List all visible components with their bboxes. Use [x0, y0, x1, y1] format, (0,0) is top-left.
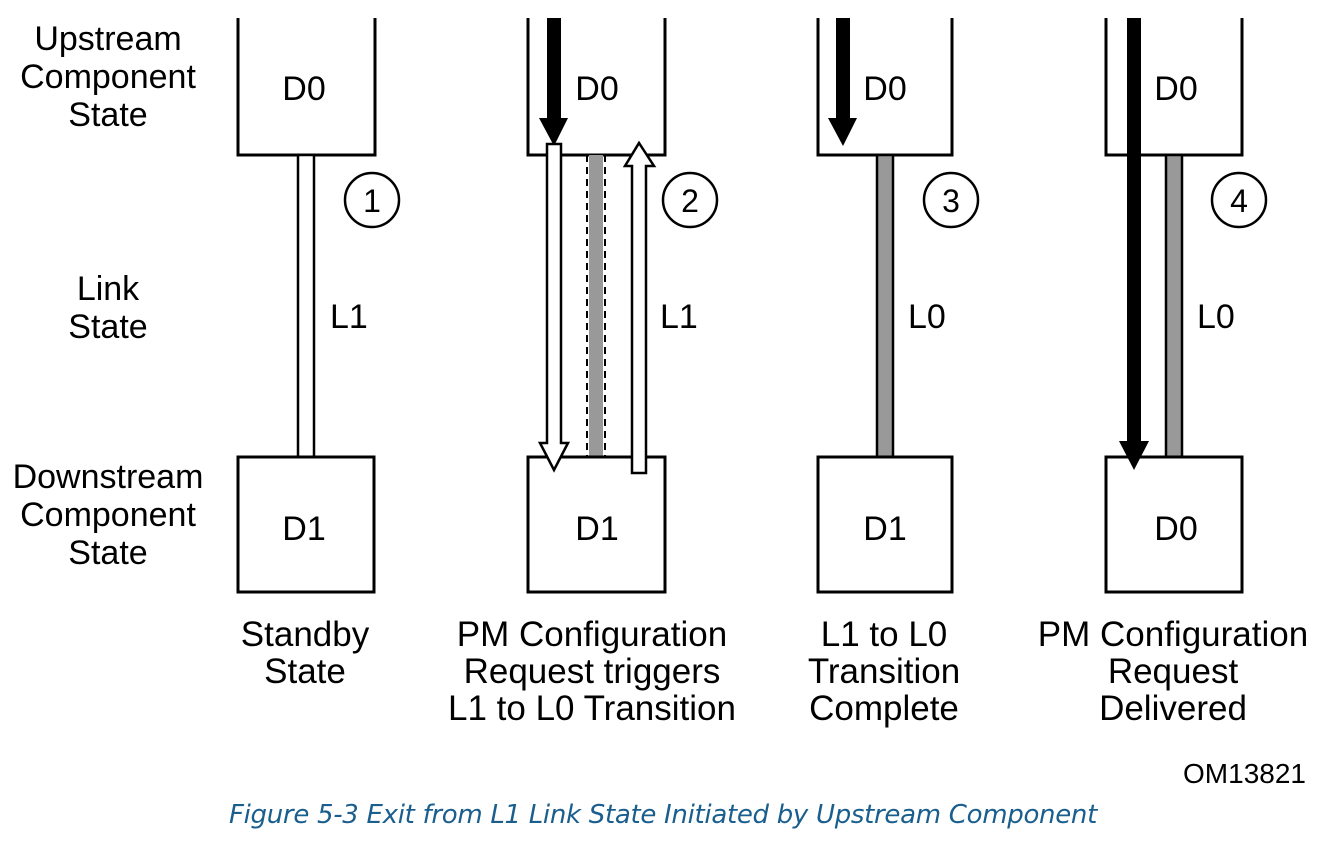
link-row-label: Link State: [68, 270, 147, 346]
step-number: 2: [681, 183, 699, 219]
arrow-head-down: [1119, 441, 1149, 470]
caption-line: Transition: [808, 652, 960, 691]
panel-caption: PM Configuration Request triggers L1 to …: [448, 615, 736, 728]
upstream-label-line: Component: [20, 58, 196, 96]
panel-4: D0 D0 4 L0 PM Configuration Request Deli…: [1038, 18, 1308, 728]
downstream-component-box: [526, 455, 667, 594]
caption-line: State: [264, 652, 346, 691]
step-badge: [922, 171, 980, 229]
upstream-row-label: Upstream Component State: [20, 20, 196, 134]
link-label-line: Link: [77, 270, 140, 308]
link-l0: [875, 153, 895, 459]
config-request-arrow: [1127, 18, 1141, 441]
panel-caption: PM Configuration Request Delivered: [1038, 615, 1308, 728]
arrow-head-down: [539, 118, 568, 146]
caption-line: Complete: [809, 689, 959, 728]
panel-1: D0 1 L1 D1 Standby State: [236, 18, 401, 691]
upstream-state-label: D0: [1154, 70, 1197, 108]
white-arrow-up: [622, 140, 657, 475]
downstream-component-box: [1104, 455, 1244, 594]
caption-line: L1 to L0: [821, 615, 948, 654]
upstream-state-label: D0: [282, 70, 325, 108]
panel-3: D0 3 L0 D1 L1 to L0 Transition Complete: [808, 18, 980, 728]
link-label-line: State: [68, 308, 147, 346]
caption-line: Request triggers: [464, 652, 721, 691]
caption-line: Delivered: [1099, 689, 1247, 728]
downstream-state-label: D1: [863, 510, 906, 548]
step-number: 4: [1230, 183, 1248, 219]
step-number: 3: [942, 183, 960, 219]
config-request-arrow: [836, 18, 850, 118]
step-number: 1: [363, 183, 381, 219]
downstream-row-label: Downstream Component State: [13, 458, 204, 572]
panel-caption: L1 to L0 Transition Complete: [808, 615, 960, 728]
caption-line: L1 to L0 Transition: [448, 689, 736, 728]
link-state-label: L1: [330, 298, 368, 336]
step-badge: [343, 171, 401, 229]
downstream-state-label: D0: [1154, 510, 1197, 548]
arrow-head-down: [828, 118, 857, 146]
white-arrow-down: [537, 142, 571, 473]
panel-2: D0 D1 2 L1 PM Configuration Request trig…: [448, 18, 736, 728]
downstream-component-box: [816, 455, 954, 594]
caption-line: PM Configuration: [1038, 615, 1308, 654]
upstream-label-line: State: [68, 96, 147, 134]
link-l1-waking: [589, 155, 603, 457]
step-badge: [661, 171, 719, 229]
caption-line: PM Configuration: [457, 615, 727, 654]
panel-caption: Standby State: [241, 615, 370, 691]
link-state-label: L1: [660, 298, 698, 336]
downstream-label-line: Downstream: [13, 458, 204, 496]
step-badge: [1210, 171, 1268, 229]
figure-caption: Figure 5-3 Exit from L1 Link State Initi…: [228, 800, 1098, 830]
upstream-state-label: D0: [575, 70, 618, 108]
config-request-arrow: [547, 18, 561, 118]
link-state-diagram: Upstream Component State Link State Down…: [13, 18, 1308, 728]
upstream-label-line: Upstream: [34, 20, 181, 58]
caption-line: Standby: [241, 615, 370, 654]
upstream-state-label: D0: [863, 70, 906, 108]
caption-line: Request: [1108, 652, 1239, 691]
downstream-component-box: [236, 455, 376, 594]
link-l0: [1164, 153, 1184, 459]
downstream-label-line: State: [68, 534, 147, 572]
link-state-label: L0: [908, 298, 946, 336]
downstream-state-label: D1: [282, 510, 325, 548]
downstream-label-line: Component: [20, 496, 196, 534]
downstream-state-label: D1: [575, 510, 618, 548]
figure-id: OM13821: [1183, 758, 1306, 789]
link-l1: [296, 153, 316, 459]
link-state-label: L0: [1197, 298, 1235, 336]
